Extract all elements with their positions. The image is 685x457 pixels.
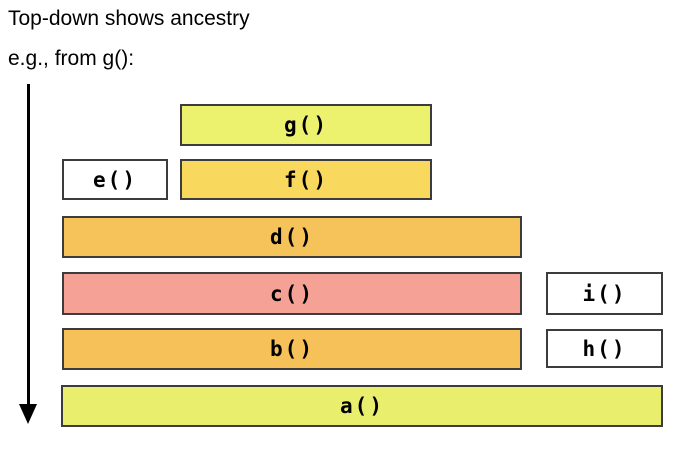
frame-label-f: f() (284, 167, 328, 192)
down-arrow-head-icon (19, 404, 37, 424)
frame-label-i: i() (582, 281, 627, 306)
down-arrow-line (27, 84, 30, 406)
frame-box-a: a() (61, 385, 663, 427)
title-text: Top-down shows ancestry (8, 7, 250, 30)
frame-label-g: g() (284, 113, 328, 137)
frame-label-e: e() (93, 167, 137, 192)
frame-label-a: a() (340, 394, 384, 418)
subtitle-text: e.g., from g(): (8, 47, 135, 70)
frame-box-h: h() (546, 329, 663, 368)
frame-box-i: i() (546, 272, 663, 315)
frame-box-b: b() (62, 328, 522, 370)
frame-label-d: d() (270, 225, 314, 249)
frame-box-e: e() (62, 159, 168, 200)
frame-box-c: c() (62, 272, 522, 315)
frame-label-h: h() (582, 336, 627, 361)
frame-label-c: c() (270, 281, 314, 306)
frame-box-f: f() (180, 159, 432, 200)
frame-label-b: b() (270, 337, 314, 361)
frame-box-d: d() (62, 216, 522, 258)
frame-box-g: g() (180, 104, 432, 146)
